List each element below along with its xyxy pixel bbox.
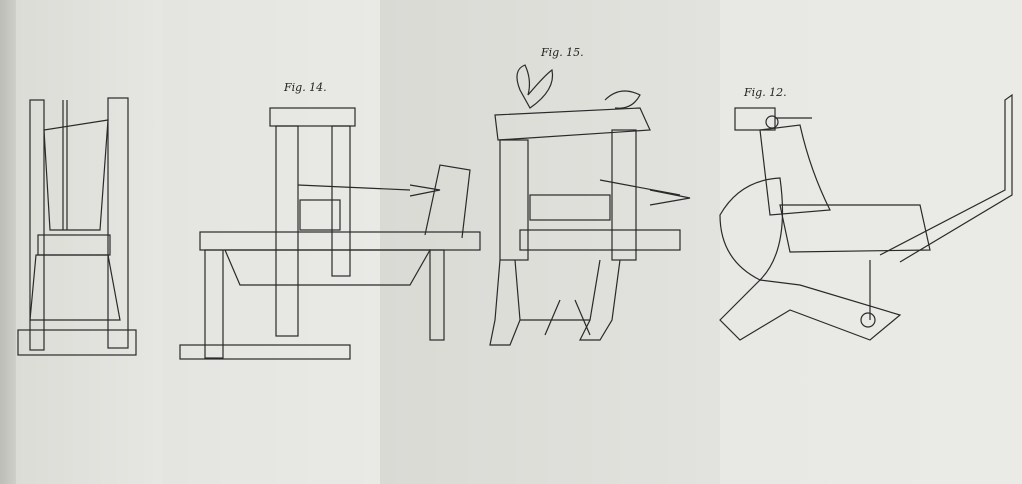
page-panel-4	[720, 0, 1022, 484]
figure-label-14: Fig. 14.	[284, 81, 327, 94]
figure-label-12: Fig. 12.	[744, 86, 787, 99]
columbian-press-illustration	[489, 64, 691, 346]
iron-press-illustration	[719, 93, 1013, 341]
screw-press-illustration	[17, 97, 137, 356]
page-panel-2	[162, 0, 380, 484]
wooden-press-illustration	[179, 107, 481, 360]
page-panel-3	[380, 0, 720, 484]
figure-label-15: Fig. 15.	[541, 46, 584, 59]
page-edge-strip	[0, 0, 16, 484]
page-panel-1	[16, 0, 162, 484]
